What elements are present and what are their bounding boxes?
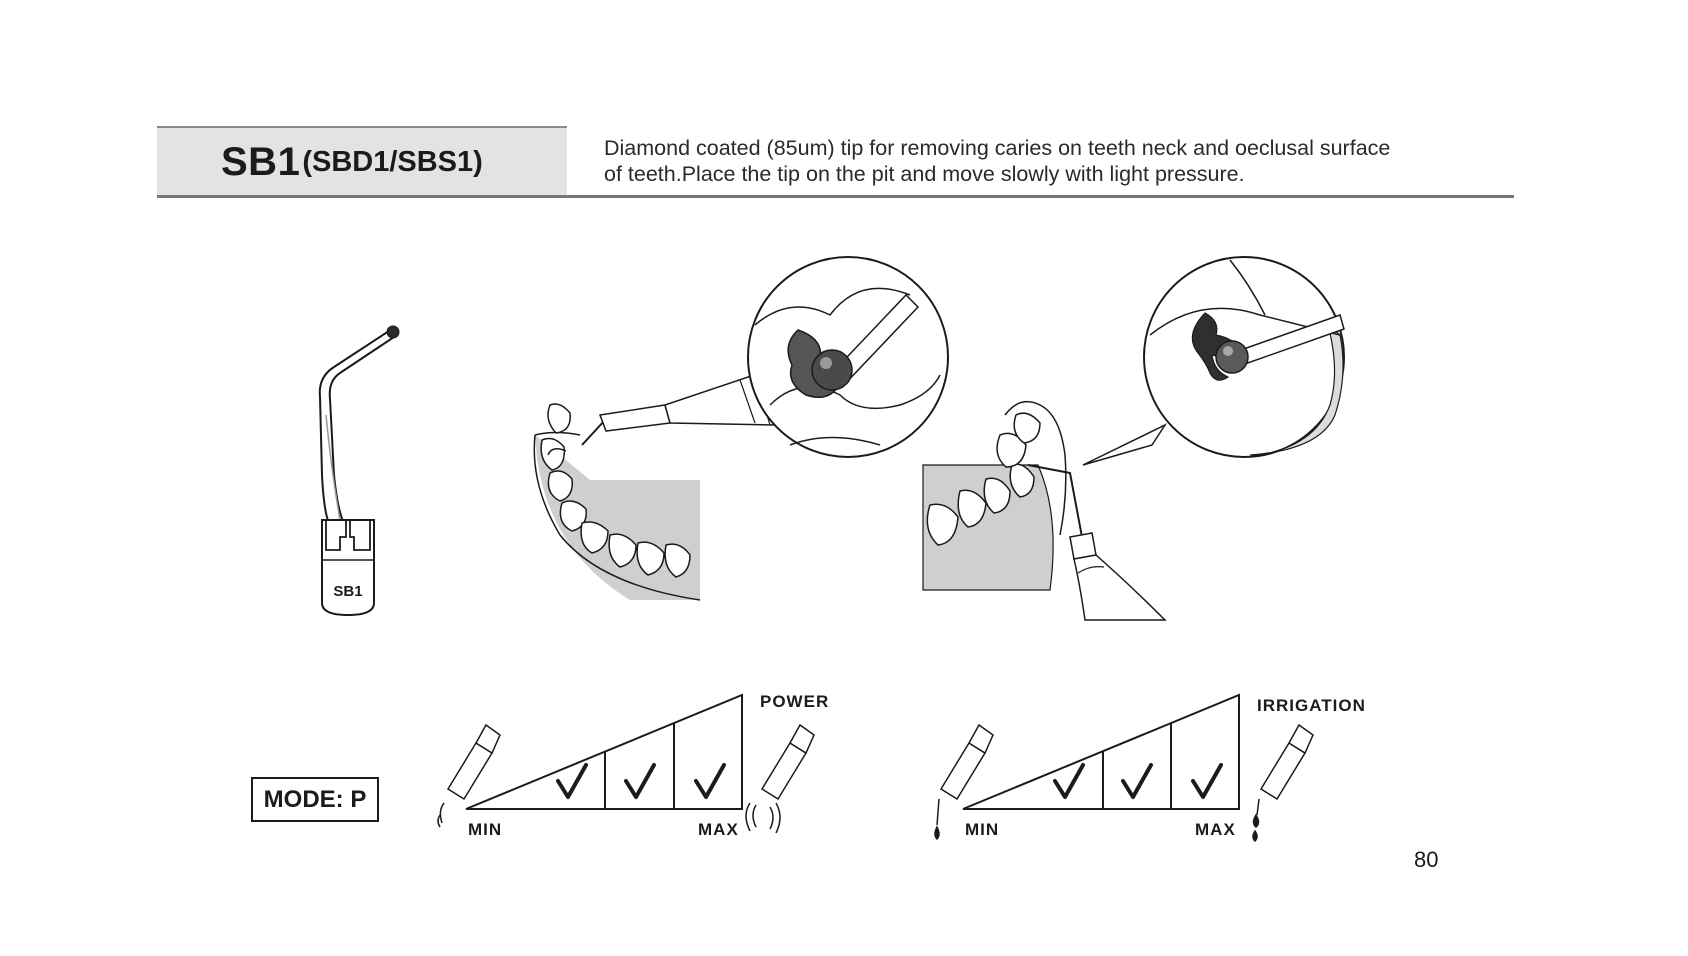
handpiece-high-power-icon bbox=[745, 723, 815, 834]
description-line-1: Diamond coated (85um) tip for removing c… bbox=[604, 136, 1391, 160]
handpiece-high-irrigation-icon bbox=[1252, 723, 1314, 843]
irrigation-min-label: MIN bbox=[965, 820, 999, 839]
irrigation-check-2 bbox=[1121, 763, 1153, 799]
tip-title-variants: (SBD1/SBS1) bbox=[302, 145, 483, 178]
occlusal-illustration bbox=[530, 255, 960, 605]
irrigation-scale: MIN MAX IRRIGATION bbox=[925, 685, 1385, 845]
mode-box: MODE: P bbox=[251, 777, 379, 822]
irrigation-check-1 bbox=[1053, 763, 1085, 799]
irrigation-max-label: MAX bbox=[1195, 820, 1236, 839]
power-min-label: MIN bbox=[468, 820, 502, 839]
power-label: POWER bbox=[760, 692, 829, 711]
header-divider bbox=[157, 195, 1514, 198]
handpiece-low-irrigation-icon bbox=[934, 723, 994, 841]
power-check-1 bbox=[556, 763, 588, 799]
tip-illustration: SB1 bbox=[300, 315, 420, 620]
irrigation-check-3 bbox=[1191, 763, 1223, 799]
tip-title-box: SB1 (SBD1/SBS1) bbox=[157, 126, 567, 196]
power-check-2 bbox=[624, 763, 656, 799]
tip-title: SB1 bbox=[221, 139, 301, 184]
description-line-2: of teeth.Place the tip on the pit and mo… bbox=[604, 162, 1245, 186]
page-number: 80 bbox=[1414, 847, 1439, 872]
handpiece-low-power-icon bbox=[437, 723, 501, 828]
neck-illustration bbox=[920, 255, 1350, 625]
power-max-label: MAX bbox=[698, 820, 739, 839]
tip-description: Diamond coated (85um) tip for removing c… bbox=[604, 135, 1504, 187]
diamond-ball-tip bbox=[386, 325, 400, 339]
tip-hub-label: SB1 bbox=[333, 583, 362, 600]
irrigation-label: IRRIGATION bbox=[1257, 696, 1366, 715]
power-scale: MIN MAX POWER bbox=[430, 685, 850, 845]
power-check-3 bbox=[694, 763, 726, 799]
